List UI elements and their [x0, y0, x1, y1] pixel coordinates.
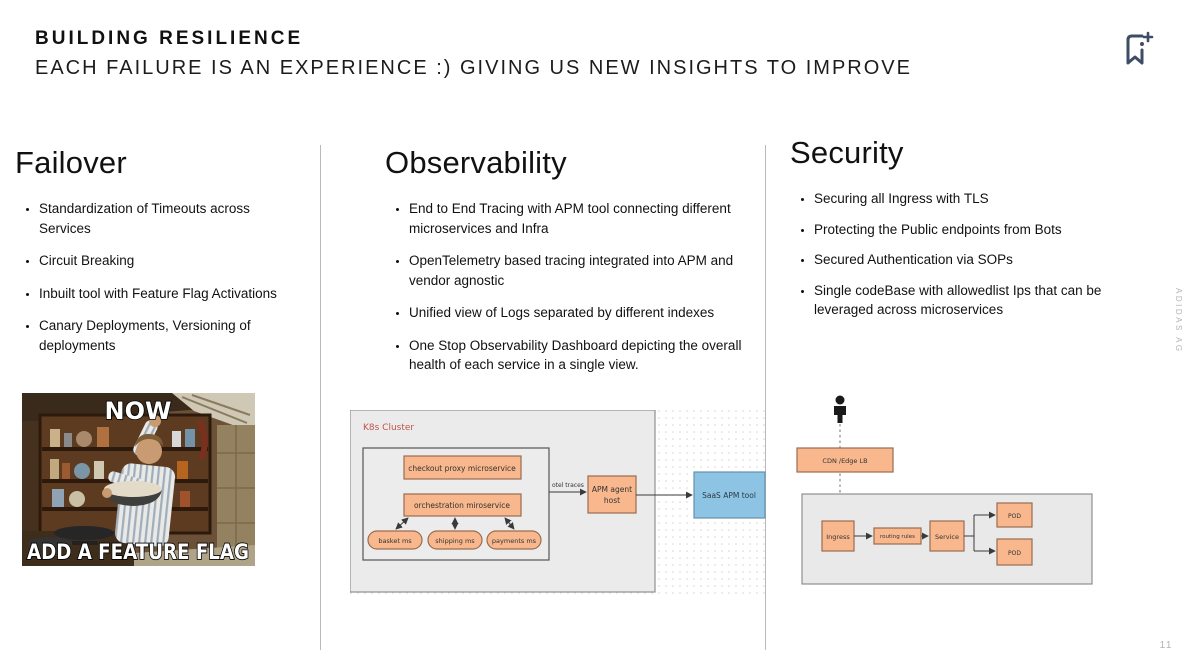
shelf-items: [50, 427, 195, 507]
observability-diagram: K8s Cluster checkout proxy microservice …: [350, 410, 770, 595]
routing-rules-label: routing rules: [880, 534, 915, 540]
column-observability: Observability End to End Tracing with AP…: [385, 145, 755, 388]
user-icon: [834, 395, 846, 423]
shipping-ms-pill: [427, 530, 483, 550]
bullet-item: End to End Tracing with APM tool connect…: [409, 199, 753, 238]
observability-list: End to End Tracing with APM tool connect…: [385, 199, 753, 375]
pod-bottom-label: POD: [1008, 550, 1021, 557]
chef-figure: [102, 415, 176, 547]
meme-top-text: NOW: [105, 397, 172, 425]
failover-title: Failover: [15, 145, 127, 180]
bullet-item: Unified view of Logs separated by differ…: [409, 303, 753, 323]
watermark: ADIDAS AG: [1174, 288, 1183, 354]
header: BUILDING RESILIENCE EACH FAILURE IS AN E…: [35, 28, 912, 80]
otel-traces-label: otel traces: [552, 482, 584, 489]
bullet-item: Single codeBase with allowedlist Ips tha…: [814, 281, 1115, 320]
apm-agent-host-box: [587, 475, 637, 514]
service-label: Service: [935, 533, 959, 541]
apm-agent-label-1: APM agent: [592, 485, 632, 494]
cdn-edge-lb-label: CDN /Edge LB: [822, 457, 867, 465]
page-number: 11: [1159, 640, 1173, 651]
bullet-item: Canary Deployments, Versioning of deploy…: [39, 316, 280, 355]
pod-top-box: [996, 502, 1033, 528]
orchestration-box: [403, 493, 522, 517]
orchestration-label: orchestration miroservice: [414, 501, 510, 510]
cdn-edge-lb-box: [796, 447, 894, 473]
observability-title: Observability: [385, 145, 567, 180]
checkout-proxy-label: checkout proxy microservice: [408, 464, 516, 473]
column-failover: Failover Standardization of Timeouts acr…: [15, 145, 310, 368]
saas-apm-tool-label: SaaS APM tool: [702, 491, 756, 500]
service-box: [929, 520, 965, 552]
payments-ms-label: payments ms: [492, 537, 537, 545]
payments-ms-pill: [486, 530, 542, 550]
pod-bottom-box: [996, 538, 1033, 566]
saas-apm-tool-box: [693, 471, 766, 519]
bullet-item: Protecting the Public endpoints from Bot…: [814, 220, 1115, 240]
ingress-label: Ingress: [826, 533, 850, 541]
security-list: Securing all Ingress with TLS Protecting…: [790, 189, 1115, 320]
bullet-item: Standardization of Timeouts across Servi…: [39, 199, 280, 238]
failover-list: Standardization of Timeouts across Servi…: [15, 199, 280, 355]
column-security: Security Securing all Ingress with TLS P…: [790, 135, 1120, 331]
column-divider-right: [765, 145, 766, 650]
bookmark-add-icon[interactable]: [1120, 30, 1156, 70]
column-divider-left: [320, 145, 321, 650]
page-subtitle: EACH FAILURE IS AN EXPERIENCE :) GIVING …: [35, 57, 912, 79]
bullet-item: One Stop Observability Dashboard depicti…: [409, 336, 753, 375]
feature-flag-meme-image: NOW ADD A FEATURE FLAG: [22, 393, 255, 566]
apm-agent-label-2: host: [604, 496, 620, 505]
ingress-box: [821, 520, 855, 552]
bullet-item: OpenTelemetry based tracing integrated i…: [409, 251, 753, 290]
basket-ms-label: basket ms: [378, 537, 412, 545]
checkout-proxy-box: [403, 455, 522, 480]
bullet-item: Secured Authentication via SOPs: [814, 250, 1115, 270]
shipping-ms-label: shipping ms: [435, 537, 475, 545]
bullet-item: Circuit Breaking: [39, 251, 280, 271]
meme-bottom-text: ADD A FEATURE FLAG: [27, 540, 249, 564]
k8s-cluster-label: K8s Cluster: [363, 423, 414, 433]
security-title: Security: [790, 135, 904, 170]
security-diagram: CDN /Edge LB Ingress routing rules Servi…: [796, 395, 1093, 585]
bullet-item: Securing all Ingress with TLS: [814, 189, 1115, 209]
pod-top-label: POD: [1008, 513, 1021, 520]
basket-ms-pill: [367, 530, 423, 550]
bullet-item: Inbuilt tool with Feature Flag Activatio…: [39, 284, 280, 304]
page-title: BUILDING RESILIENCE: [35, 28, 304, 49]
